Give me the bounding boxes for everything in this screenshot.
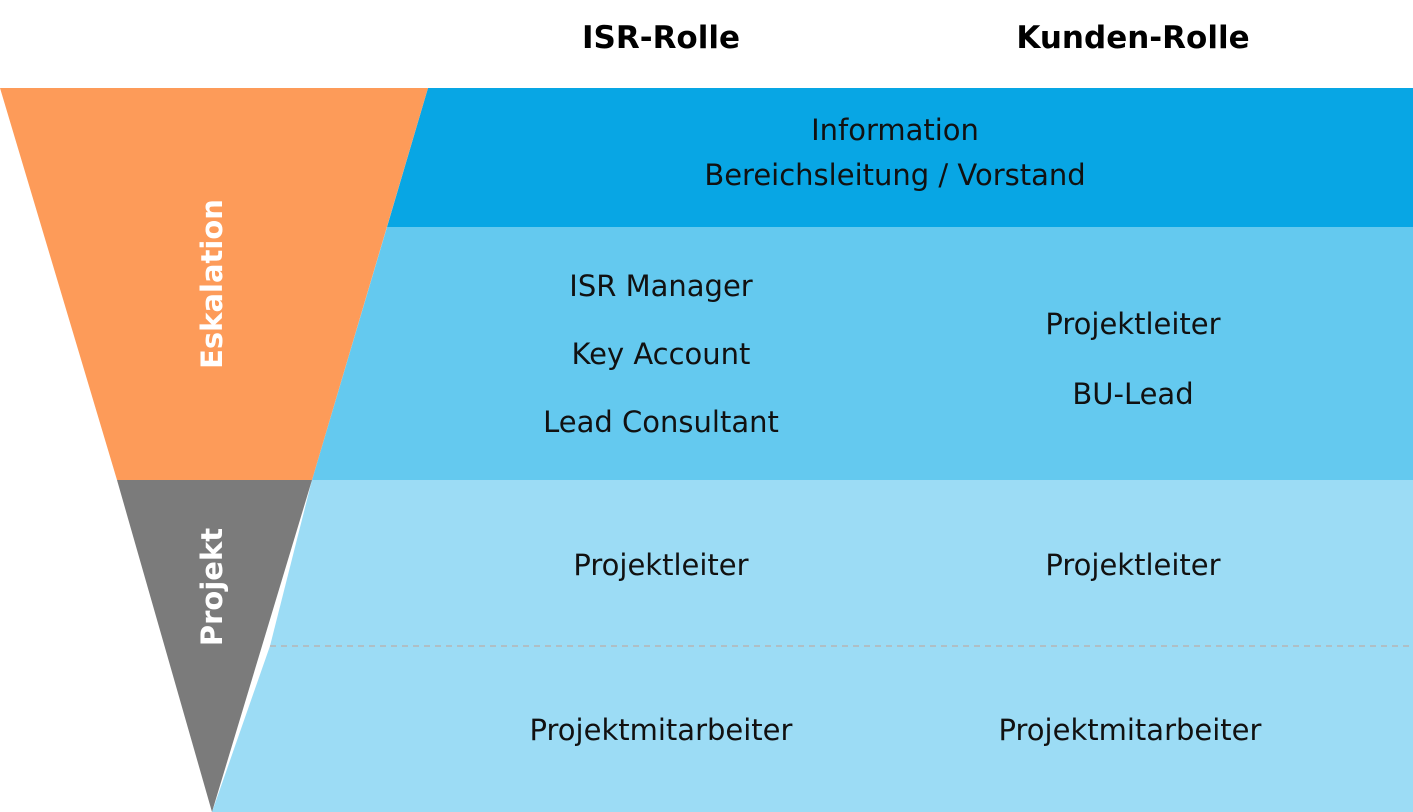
information-subtitle: Bereichsleitung / Vorstand	[704, 158, 1085, 192]
label-projekt: Projekt	[195, 528, 229, 646]
band-mitarbeiter	[212, 646, 1413, 812]
band-projektleitung	[270, 480, 1413, 646]
label-eskalation: Eskalation	[195, 199, 229, 369]
band-management	[312, 227, 1413, 480]
information-title: Information	[811, 113, 979, 147]
isr-projektmitarbeiter: Projektmitarbeiter	[530, 713, 793, 747]
customer-role-bu-lead: BU-Lead	[1072, 377, 1193, 411]
isr-projektleiter: Projektleiter	[573, 548, 748, 582]
customer-projektmitarbeiter: Projektmitarbeiter	[999, 713, 1262, 747]
isr-role-key-account: Key Account	[572, 337, 751, 371]
isr-role-manager: ISR Manager	[569, 269, 753, 303]
funnel-projekt	[117, 480, 312, 812]
customer-role-projektleiter: Projektleiter	[1045, 307, 1220, 341]
header-isr-rolle: ISR-Rolle	[582, 20, 740, 56]
band-information	[387, 88, 1413, 227]
customer-projektleiter: Projektleiter	[1045, 548, 1220, 582]
isr-role-lead-consultant: Lead Consultant	[543, 405, 779, 439]
funnel-eskalation	[0, 88, 428, 480]
header-kunden-rolle: Kunden-Rolle	[1016, 20, 1249, 56]
